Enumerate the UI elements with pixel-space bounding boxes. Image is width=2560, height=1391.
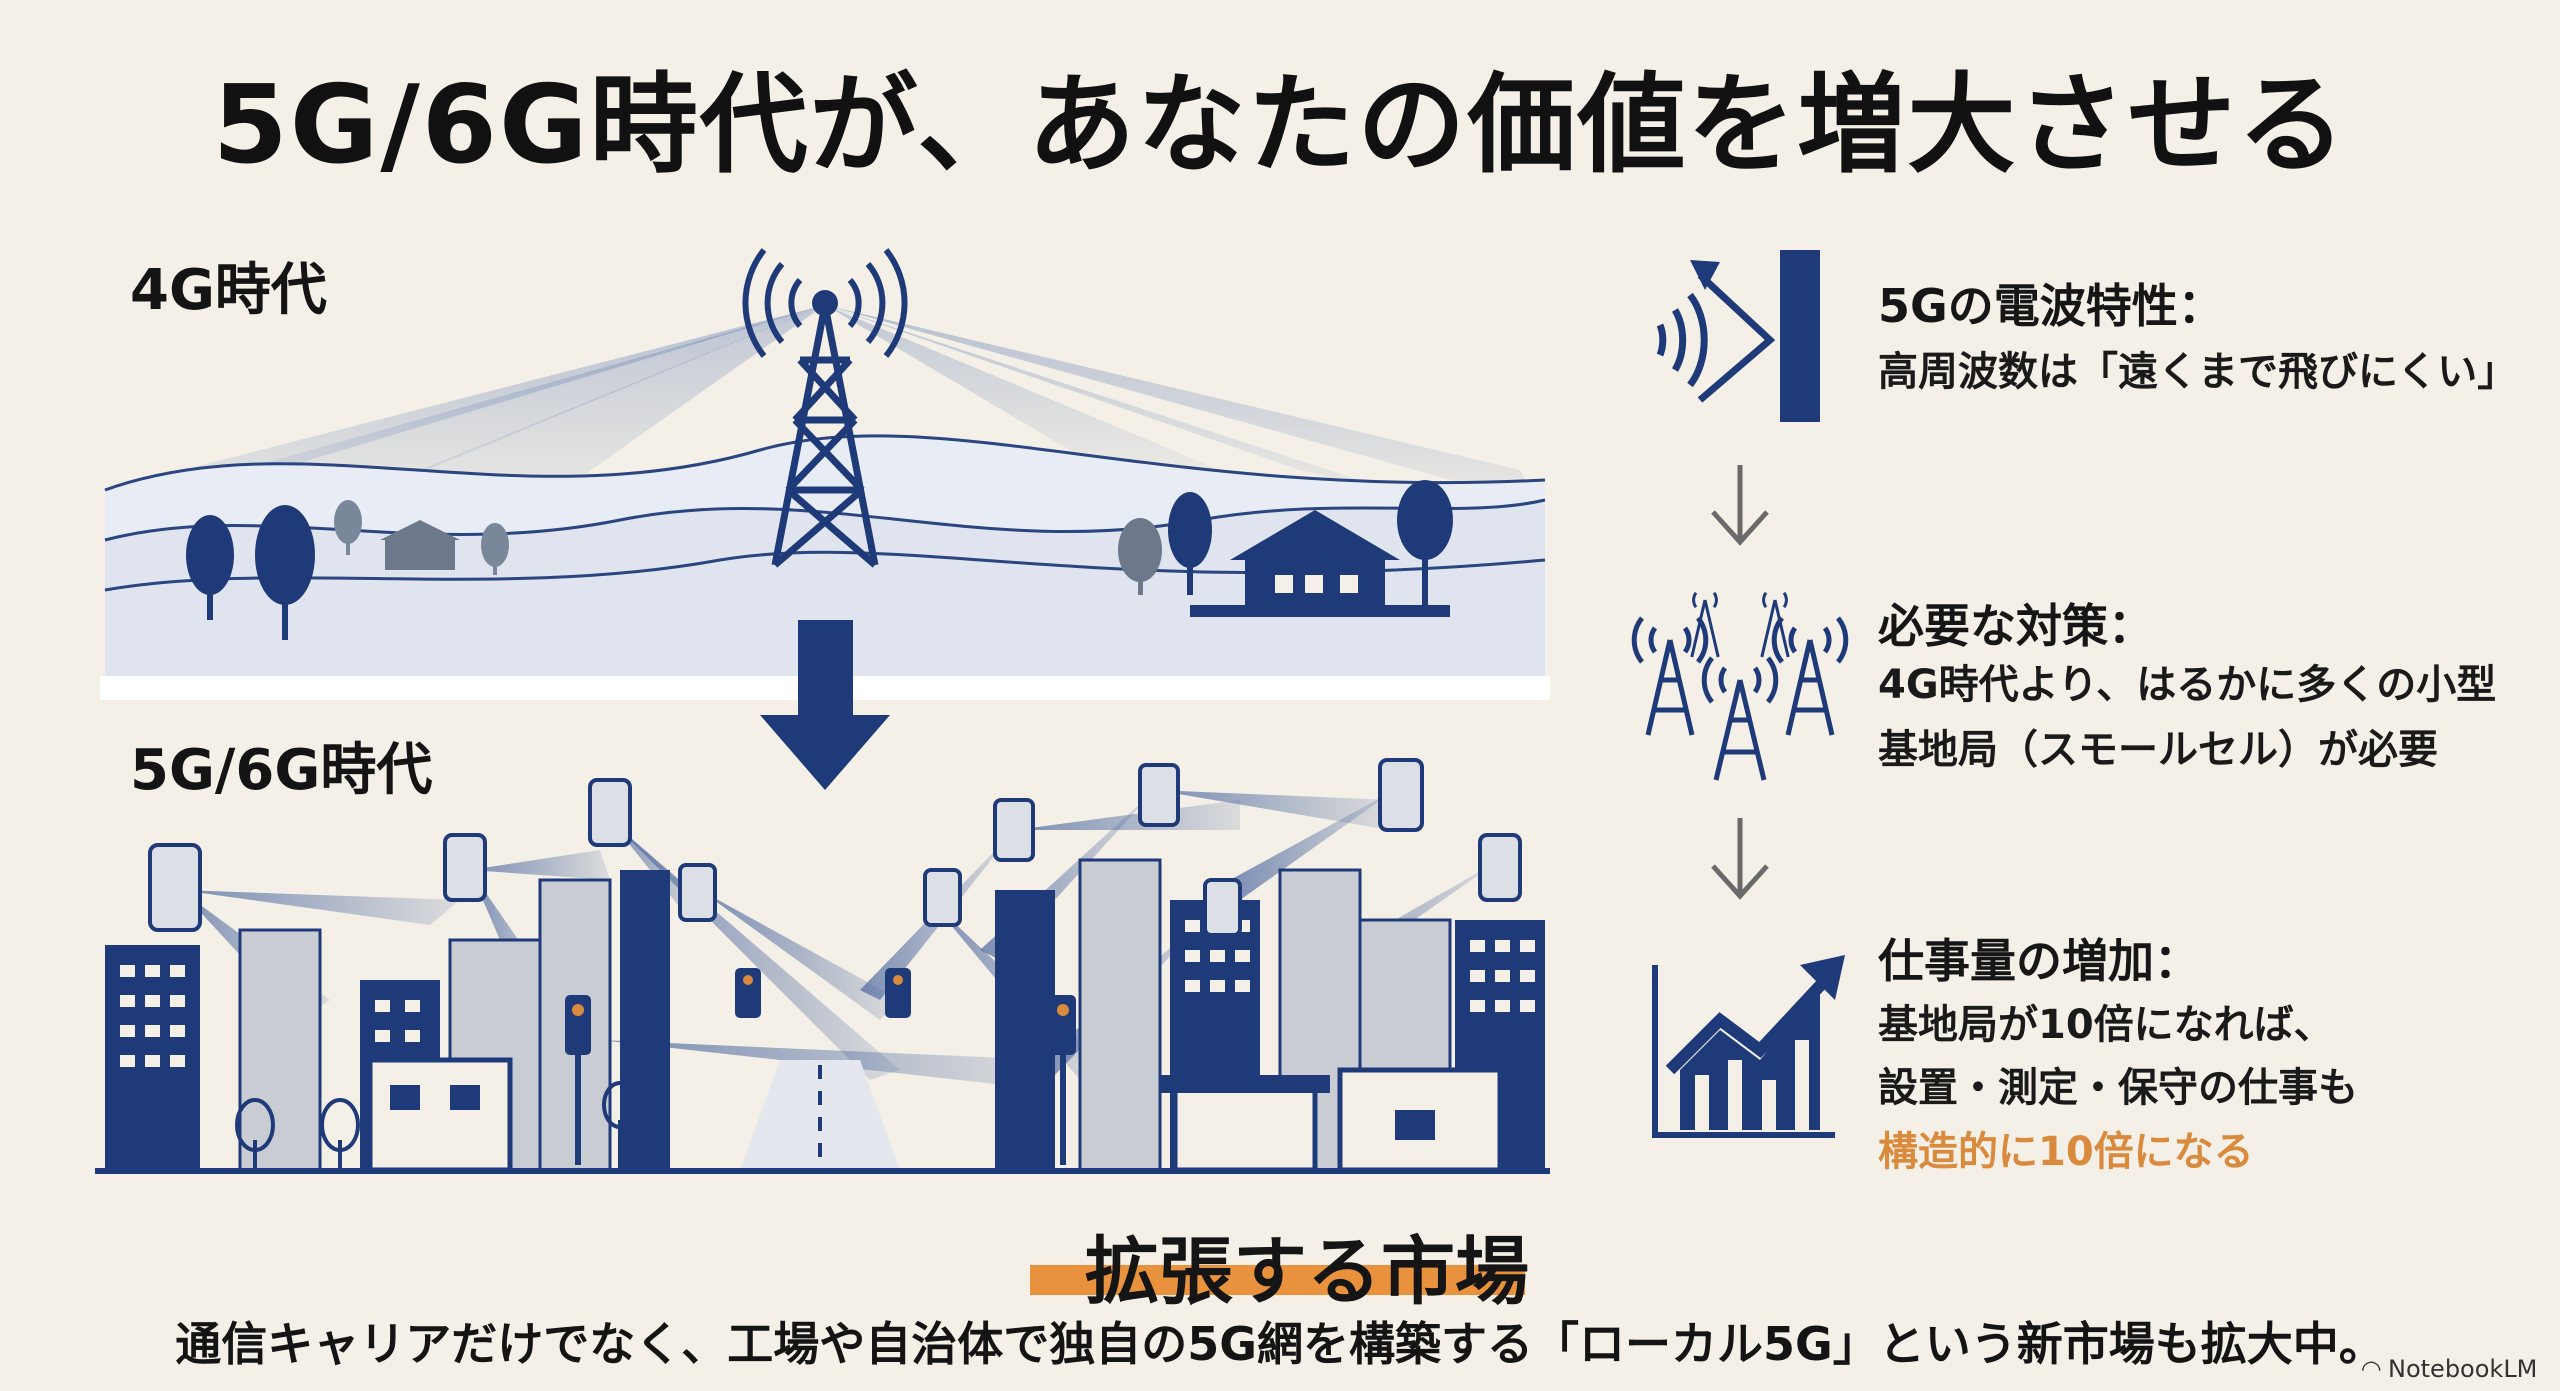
flow-text-work-2: 設置・測定・保守の仕事も — [1878, 1065, 2358, 1111]
notebooklm-logo-icon: ◠ — [2362, 1355, 2381, 1383]
rising-chart-icon — [1652, 955, 1845, 1138]
brand-watermark: ◠NotebookLM — [2362, 1355, 2537, 1383]
market-title: 拡張する市場 — [1085, 1229, 1529, 1315]
network-illustration — [95, 248, 1550, 1174]
flow-text-measure-2: 基地局（スモールセル）が必要 — [1878, 727, 2438, 773]
era-label-5g: 5G/6G時代 — [130, 738, 433, 803]
transition-arrow-icon — [760, 620, 890, 790]
page-title: 5G/6G時代が、あなたの価値を増大させる — [212, 63, 2348, 188]
era-label-4g: 4G時代 — [130, 258, 327, 323]
market-title-underline — [1030, 1265, 1525, 1295]
flow-text-work-highlight: 構造的に10倍になる — [1878, 1129, 2254, 1175]
flow-text-wave: 高周波数は「遠くまで飛びにくい」 — [1878, 349, 2518, 395]
city-scene-5g — [95, 758, 1550, 1174]
flow-heading-work: 仕事量の増加： — [1878, 934, 2200, 988]
signal-reflection-icon — [1656, 250, 1820, 422]
brand-label: NotebookLM — [2388, 1355, 2538, 1383]
flow-arrow-down-icon — [1711, 465, 1769, 900]
flow-heading-wave: 5Gの電波特性： — [1878, 279, 2224, 333]
market-description: 通信キャリアだけでなく、工場や自治体で独自の5G網を構築する「ローカル5G」とい… — [175, 1317, 2385, 1371]
flow-text-work-1: 基地局が10倍になれば、 — [1878, 1002, 2334, 1048]
rural-scene-4g — [104, 248, 1546, 680]
flow-text-measure-1: 4G時代より、はるかに多くの小型 — [1878, 662, 2497, 708]
small-cell-towers-icon — [1631, 591, 1849, 781]
flow-heading-measure: 必要な対策： — [1878, 599, 2154, 653]
